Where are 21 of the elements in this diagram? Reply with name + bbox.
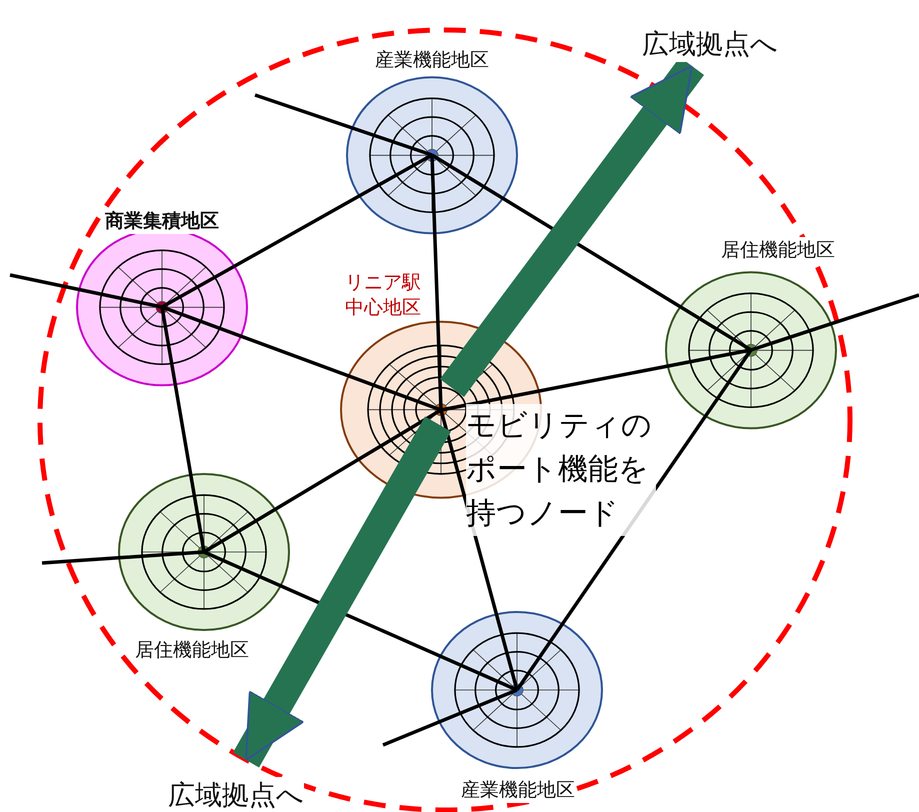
- connection-line: [161, 153, 433, 309]
- connection-line: [382, 688, 518, 747]
- connection-line: [203, 550, 518, 692]
- district-label: 産業機能地区: [461, 777, 575, 803]
- district-label: 商業集積地区: [105, 208, 219, 234]
- connection-line: [10, 273, 162, 309]
- connection-line: [254, 93, 433, 157]
- annotation-text: モビリティのポート機能を持つノード: [466, 404, 656, 536]
- connection-line: [431, 154, 752, 352]
- district-circle: [430, 610, 604, 804]
- district-circle: [664, 236, 838, 430]
- connection-line: [160, 306, 206, 552]
- connection-line: [161, 305, 442, 412]
- connection-line: [203, 408, 442, 554]
- connection-line: [42, 550, 204, 565]
- wide-arrow: [232, 416, 452, 768]
- district-circle: [345, 46, 519, 235]
- connection-line: [439, 410, 519, 690]
- connection-line: [430, 154, 443, 410]
- connection-line: [440, 348, 752, 412]
- connection-line: [750, 293, 919, 352]
